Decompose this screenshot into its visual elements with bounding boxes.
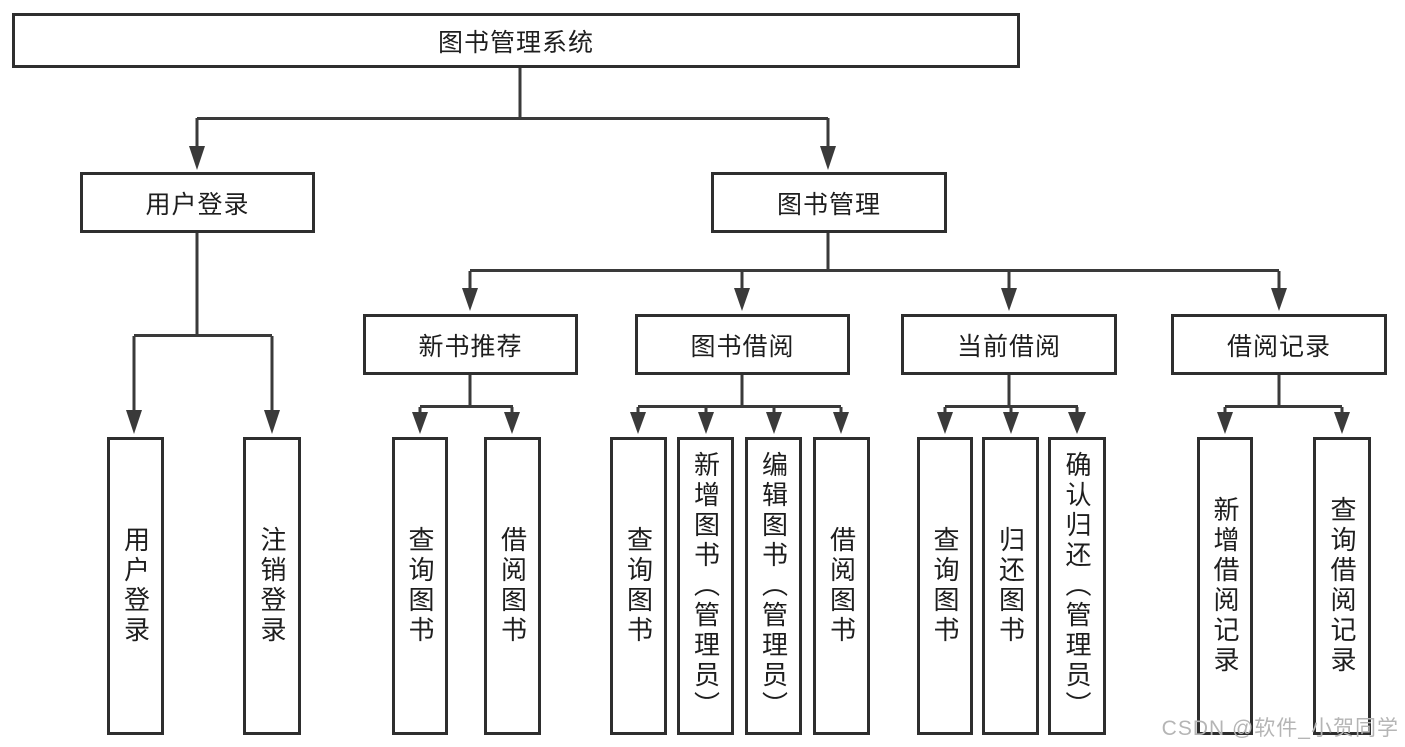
leaf-add-books-admin: 新增图书（管理员） bbox=[677, 437, 734, 735]
arrowhead-nb-leaf1 bbox=[412, 412, 428, 434]
arrowhead-bb-leaf1 bbox=[630, 412, 646, 434]
node-new-book-recommend: 新书推荐 bbox=[363, 314, 578, 375]
node-borrow-records: 借阅记录 bbox=[1171, 314, 1387, 375]
leaf-query-books-2: 查询图书 bbox=[610, 437, 667, 735]
leaf-query-borrow-record: 查询借阅记录 bbox=[1313, 437, 1371, 735]
node-current-borrow: 当前借阅 bbox=[901, 314, 1117, 375]
arrowhead-leaf-logout bbox=[264, 410, 280, 434]
arrowhead-br-leaf2 bbox=[1334, 412, 1350, 434]
leaf-logout: 注销登录 bbox=[243, 437, 301, 735]
leaf-add-borrow-record: 新增借阅记录 bbox=[1197, 437, 1253, 735]
node-user-login: 用户登录 bbox=[80, 172, 315, 233]
leaf-borrow-books-1: 借阅图书 bbox=[484, 437, 541, 735]
arrowhead-leaf-login bbox=[126, 410, 142, 434]
arrowhead-book-mgmt bbox=[820, 146, 836, 170]
arrowhead-user-login bbox=[189, 146, 205, 170]
arrowhead-bb-leaf3 bbox=[766, 412, 782, 434]
leaf-query-books-1: 查询图书 bbox=[392, 437, 448, 735]
leaf-borrow-books-2: 借阅图书 bbox=[813, 437, 870, 735]
arrowhead-br-leaf1 bbox=[1217, 412, 1233, 434]
node-book-borrow: 图书借阅 bbox=[635, 314, 850, 375]
arrowhead-cb-leaf3 bbox=[1068, 412, 1086, 434]
arrowhead-cb-leaf2 bbox=[1003, 412, 1019, 434]
leaf-confirm-return-admin: 确认归还（管理员） bbox=[1048, 437, 1106, 735]
arrowhead-bb-leaf2 bbox=[698, 412, 714, 434]
arrowhead-new-books bbox=[462, 288, 478, 311]
leaf-query-books-3: 查询图书 bbox=[917, 437, 973, 735]
arrowhead-borrow-records bbox=[1271, 288, 1287, 311]
arrowhead-bb-leaf4 bbox=[833, 412, 849, 434]
leaf-return-books: 归还图书 bbox=[982, 437, 1039, 735]
csdn-watermark: CSDN @软件_小贺同学 bbox=[1161, 717, 1399, 740]
node-book-management: 图书管理 bbox=[711, 172, 947, 233]
arrowhead-cb-leaf1 bbox=[937, 412, 953, 434]
leaf-edit-books-admin: 编辑图书（管理员） bbox=[745, 437, 802, 735]
arrowhead-book-borrow bbox=[734, 288, 750, 311]
node-root-library-system: 图书管理系统 bbox=[12, 13, 1020, 68]
arrowhead-nb-leaf2 bbox=[504, 412, 520, 434]
leaf-user-login: 用户登录 bbox=[107, 437, 164, 735]
arrowhead-current-borrow bbox=[1001, 288, 1017, 311]
